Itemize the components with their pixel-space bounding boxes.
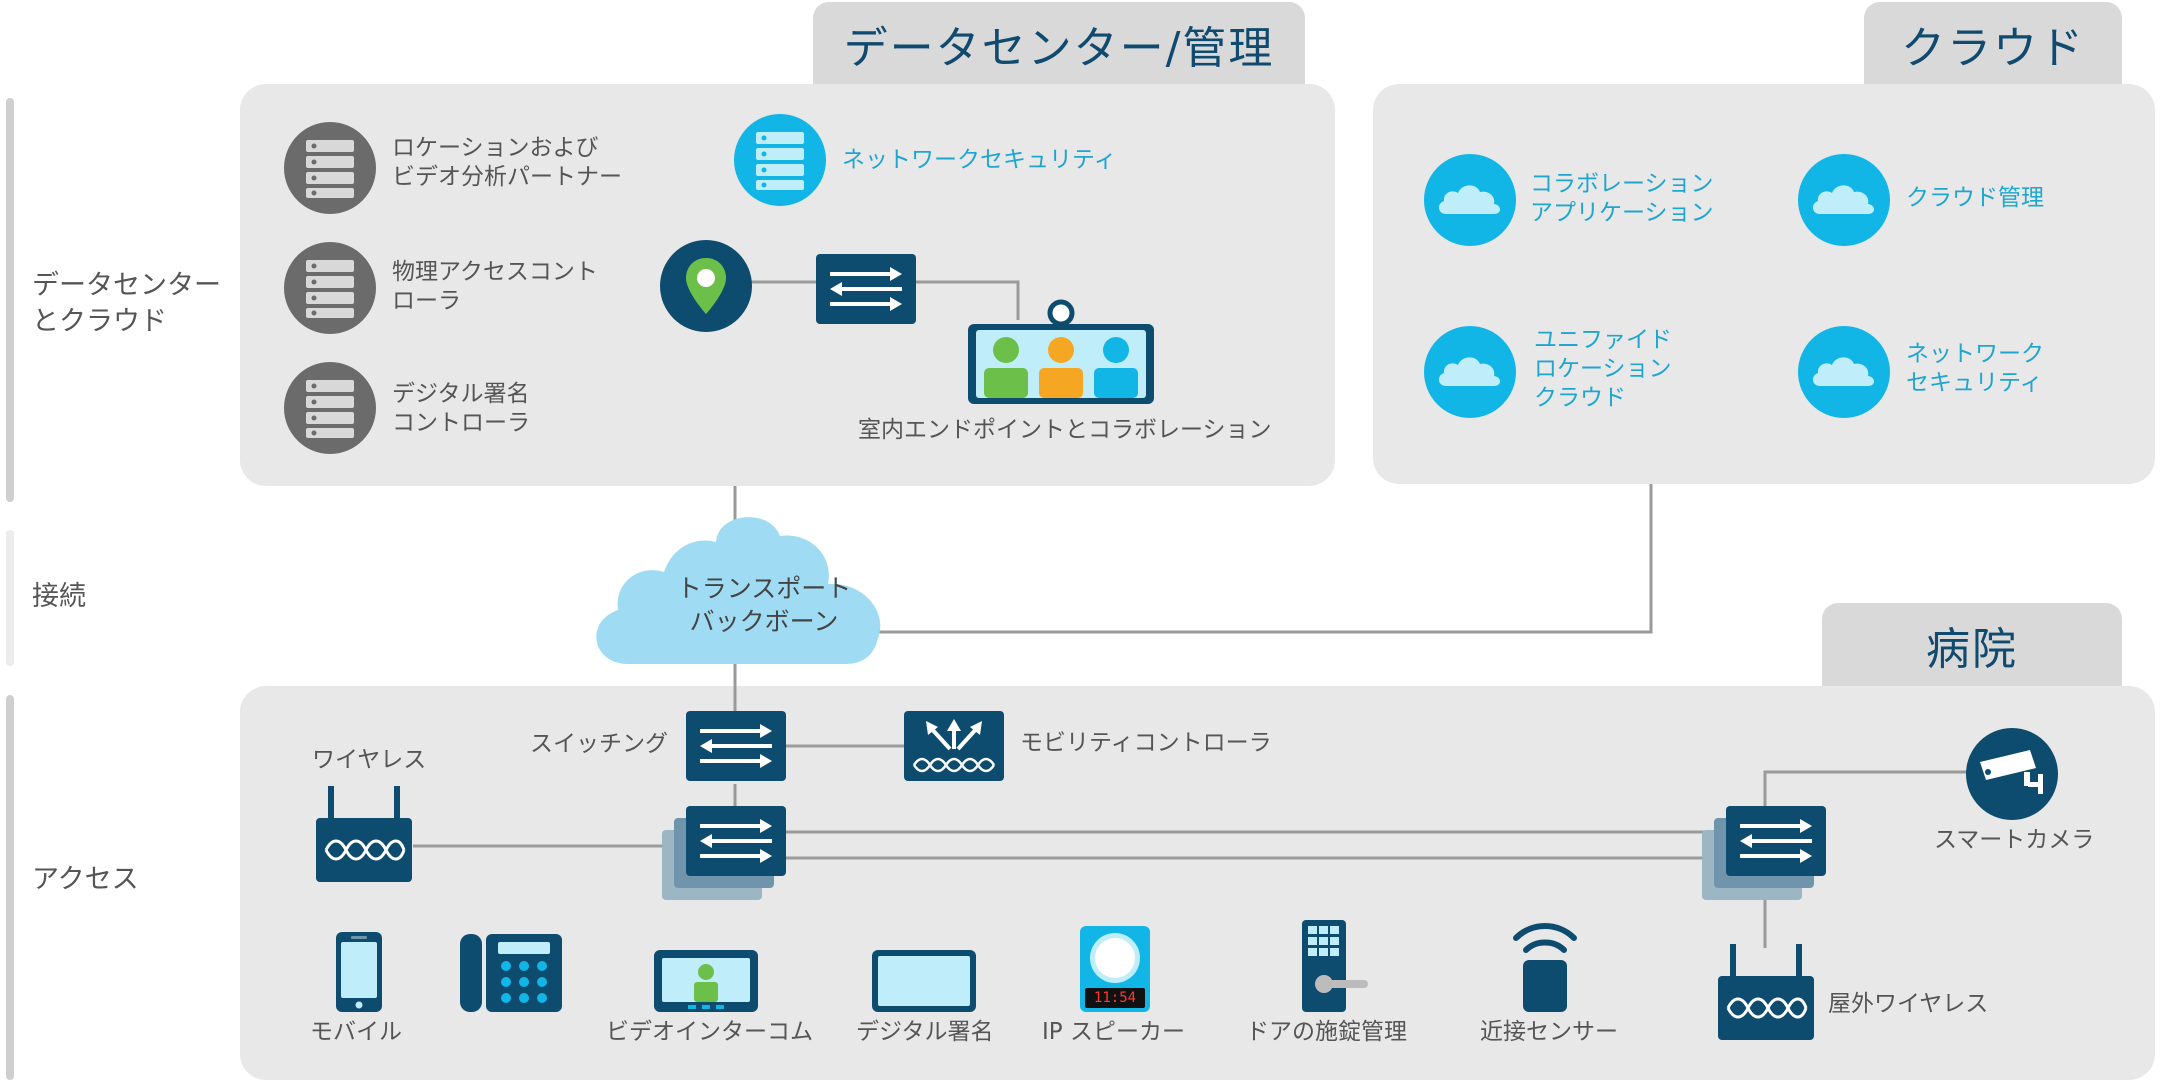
cloud-panel [1373, 84, 2155, 484]
label-door-lock: ドアの施錠管理 [1246, 1019, 1407, 1045]
label-digital-signage: デジタル署名 [856, 1019, 994, 1045]
label-collaboration-app: コラボレーション アプリケーション [1530, 171, 1714, 226]
tab-hospital: 病院 [1822, 603, 2122, 687]
label-indoor-endpoint: 室内エンドポイントとコラボレーション [858, 417, 1272, 443]
label-wireless: ワイヤレス [312, 747, 427, 773]
stacked-switch-icon [662, 806, 786, 900]
server-icon [284, 242, 376, 334]
label-digital-signage-controller: デジタル署名 コントローラ [392, 381, 530, 436]
mobile-phone-icon [336, 932, 382, 1012]
ip-speaker-icon [1080, 926, 1150, 1012]
transport-cloud-icon [596, 517, 881, 664]
label-unified-location-cloud: ユニファイド ロケーション クラウド [1534, 327, 1672, 411]
cloud-icon [1424, 154, 1516, 246]
label-location-partner: ロケーションおよび ビデオ分析パートナー [392, 135, 622, 190]
cloud-icon [1424, 326, 1516, 418]
label-ip-speaker: IP スピーカー [1042, 1019, 1185, 1045]
switch-icon [816, 254, 916, 324]
location-pin-icon [660, 240, 752, 332]
server-icon [284, 362, 376, 454]
label-cloud-network-security: ネットワーク セキュリティ [1906, 341, 2044, 396]
ip-speaker-clock: 11:54 [1093, 990, 1137, 1006]
tab-cloud: クラウド [1864, 2, 2122, 86]
digital-signage-icon [872, 950, 976, 1012]
row-bar-connection [6, 530, 14, 666]
cloud-icon [1798, 326, 1890, 418]
row-bar-datacenter [6, 98, 14, 502]
label-smart-camera: スマートカメラ [1934, 827, 2095, 853]
tab-datacenter: データセンター/管理 [813, 2, 1305, 86]
server-icon [734, 114, 826, 206]
row-bar-access [6, 695, 14, 1080]
switch-icon [686, 711, 786, 781]
video-endpoint-icon [968, 299, 1154, 404]
door-lock-icon [1302, 920, 1368, 1012]
mobility-controller-icon [904, 711, 1004, 781]
cloud-icon [1798, 154, 1890, 246]
label-video-intercom: ビデオインターコム [606, 1019, 813, 1045]
stacked-switch-icon [1702, 806, 1826, 900]
desk-phone-icon [460, 934, 562, 1012]
label-switching: スイッチング [530, 731, 668, 757]
wireless-ap-icon [316, 786, 412, 882]
label-outdoor-wireless: 屋外ワイヤレス [1828, 991, 1989, 1017]
row-label-connection: 接続 [32, 581, 86, 612]
label-physical-access: 物理アクセスコント ローラ [392, 259, 598, 314]
label-network-security: ネットワークセキュリティ [842, 147, 1117, 173]
security-camera-icon [1966, 728, 2058, 820]
label-cloud-management: クラウド管理 [1906, 185, 2044, 211]
video-intercom-icon [654, 950, 758, 1012]
outdoor-wireless-ap-icon [1718, 944, 1814, 1040]
proximity-sensor-icon [1513, 923, 1577, 1012]
hospital-panel [240, 686, 2155, 1080]
row-label-access: アクセス [32, 864, 139, 895]
label-proximity-sensor: 近接センサー [1480, 1019, 1618, 1045]
row-label-datacenter-cloud: データセンター とクラウド [32, 270, 221, 337]
label-mobility-controller: モビリティコントローラ [1020, 730, 1272, 756]
label-transport-backbone: トランスポート バックボーン [676, 574, 852, 636]
label-mobile: モバイル [310, 1019, 402, 1045]
server-icon [284, 122, 376, 214]
